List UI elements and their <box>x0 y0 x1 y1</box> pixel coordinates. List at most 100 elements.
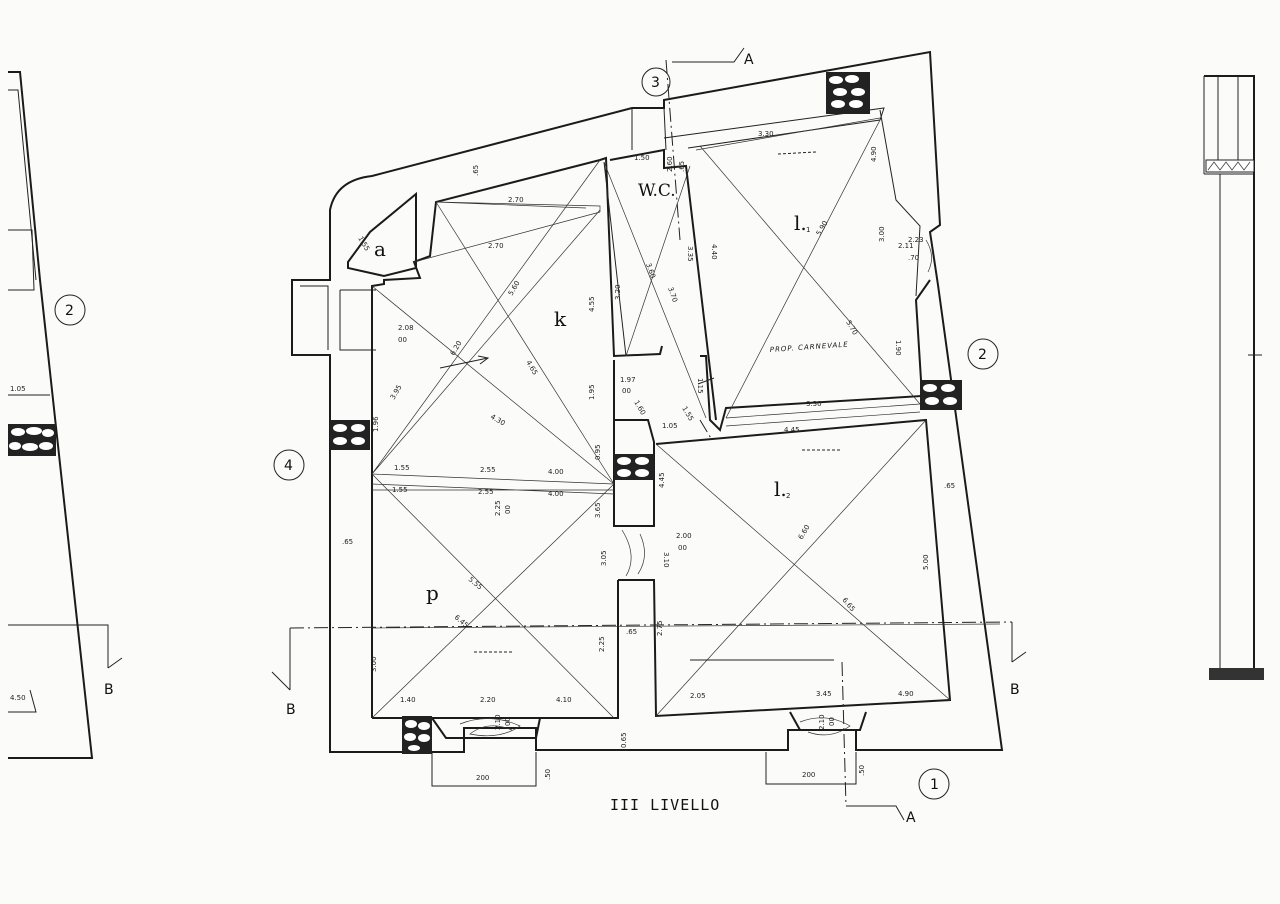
room-label-wc: W.C. <box>638 181 676 201</box>
dim-255-row2: 2.55 <box>478 488 494 496</box>
stone-block-top <box>826 72 870 114</box>
dim-065a: .65 <box>678 161 686 172</box>
dim-335: 3.35 <box>686 246 694 262</box>
dim-205: 2.05 <box>690 692 706 700</box>
dim-570: 5.70 <box>844 319 859 337</box>
dim-160: 1.60 <box>632 399 647 417</box>
right-ground-line <box>1209 668 1264 680</box>
room-label-a: a <box>374 237 386 261</box>
room-label-k: k <box>554 307 567 331</box>
axis-markers: 3 2 4 1 <box>273 67 999 800</box>
dim-395: 3.95 <box>389 383 404 401</box>
dim-210b: 2.10 <box>818 714 826 730</box>
axis-marker-4: 4 <box>284 458 293 474</box>
dim-255-row1: 2.55 <box>480 466 496 474</box>
dim-330-top: 3.30 <box>758 130 774 138</box>
dim-300-p: 3.00 <box>370 656 378 672</box>
dim-065b: .65 <box>626 628 637 636</box>
axis-marker-left-2: 2 <box>65 303 74 319</box>
dim-left-450: 4.50 <box>10 694 26 702</box>
dim-190: 1.90 <box>894 340 902 356</box>
stone-block-left-wall <box>330 420 370 450</box>
dim-150: 1.50 <box>634 154 650 162</box>
left-partial-plan: 1.05 4.50 2 B <box>8 71 123 759</box>
section-a-bottom: A <box>906 810 916 826</box>
dim-00b: 00 <box>678 544 687 552</box>
dim-065e: .65 <box>472 165 480 176</box>
dim-70: .70 <box>908 254 919 262</box>
dim-105: 1.05 <box>662 422 678 430</box>
dim-275: 2.75 <box>656 620 664 636</box>
room-label-l1: l. <box>794 211 807 235</box>
dim-365: 3.65 <box>594 502 602 518</box>
dim-155-row2: 1.55 <box>392 486 408 494</box>
dim-270-top: 2.70 <box>508 196 524 204</box>
dim-400-row2: 4.00 <box>548 490 564 498</box>
axis-marker-1: 1 <box>930 777 939 793</box>
dim-200-b1: 200 <box>476 774 489 782</box>
stone-block-bottom <box>402 716 432 754</box>
dim-555: 5.55 <box>467 575 484 591</box>
dim-50b: .50 <box>858 765 866 776</box>
dim-208-00: 00 <box>398 336 407 344</box>
dim-500: 5.00 <box>922 554 930 570</box>
dim-155-row1: 1.55 <box>394 464 410 472</box>
dim-065-left: .65 <box>342 538 353 546</box>
stone-block-left <box>8 424 56 456</box>
stone-block-center <box>614 454 654 480</box>
dim-440: 4.40 <box>710 244 718 260</box>
inner-wall-main <box>371 156 663 718</box>
axis-circle-left <box>54 294 86 326</box>
dim-270-diag: 2.70 <box>488 242 504 250</box>
section-a-top: A <box>744 52 754 68</box>
room-label-l2: l. <box>774 477 787 501</box>
dim-50a: .50 <box>544 769 552 780</box>
dim-200-b2: 200 <box>802 771 815 779</box>
dim-305: 3.05 <box>600 550 608 566</box>
section-b-left-main: B <box>286 702 296 718</box>
dim-208: 2.08 <box>398 324 414 332</box>
dim-445b: 4.45 <box>658 472 666 488</box>
stone-block-right <box>920 380 962 410</box>
dim-455: 4.55 <box>588 296 596 312</box>
axis-marker-3: 3 <box>651 75 660 91</box>
dim-330-mid: 3.30 <box>806 400 822 408</box>
dim-210a: 2.10 <box>494 714 502 730</box>
dim-115: 1.15 <box>696 378 704 394</box>
dim-490b: 4.90 <box>898 690 914 698</box>
dim-620: 6.20 <box>449 339 464 357</box>
dim-00f: 00 <box>828 717 836 726</box>
dim-310: 3.10 <box>662 552 670 568</box>
room-label-l2-sub: 2 <box>786 492 790 500</box>
dim-260: 2.60 <box>666 156 674 172</box>
dim-00d: 00 <box>504 505 512 514</box>
section-b-left: B <box>104 682 114 698</box>
dim-065c: 0.65 <box>620 732 628 748</box>
dim-197: 1.97 <box>620 376 636 384</box>
triangulation-lines <box>371 117 1001 719</box>
dim-095: 0.95 <box>594 444 602 460</box>
dim-320: 3.20 <box>614 284 622 300</box>
dim-360: 3.60 <box>644 262 657 279</box>
dim-211: 2.11 <box>898 242 914 250</box>
section-b-right: B <box>1010 682 1020 698</box>
dim-155a: 1.55 <box>356 235 371 253</box>
drawing-title: III LIVELLO <box>610 796 720 814</box>
dim-225: 2.25 <box>598 636 606 652</box>
dim-665: 6.65 <box>840 596 856 613</box>
owner-label: PROP. CARNEVALE <box>770 341 849 354</box>
dim-220: 2.20 <box>480 696 496 704</box>
dim-00e: 00 <box>504 717 512 726</box>
dim-490: 4.90 <box>870 146 878 162</box>
axis-marker-2: 2 <box>978 347 987 363</box>
dim-560: 5.60 <box>507 279 522 297</box>
dim-00a: 00 <box>622 387 631 395</box>
dim-370: 3.70 <box>666 286 679 303</box>
dim-300: 3.00 <box>878 226 886 242</box>
dim-345: 3.45 <box>816 690 832 698</box>
dim-195: 1.95 <box>588 384 596 400</box>
dim-223: 2.23 <box>908 236 924 244</box>
dim-155b: 1.55 <box>680 405 695 423</box>
dim-left-105: 1.05 <box>10 385 26 393</box>
